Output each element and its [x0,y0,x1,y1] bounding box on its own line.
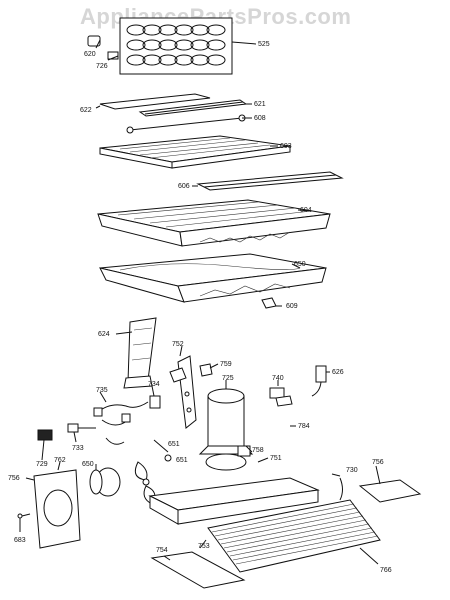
shroud-762[interactable] [33,469,81,549]
label-756a[interactable]: 756 [372,459,384,466]
fan-motor-650[interactable] [89,467,121,497]
screw-683[interactable] [17,513,31,519]
label-683[interactable]: 683 [14,537,26,544]
evaporator-coil[interactable] [119,17,233,75]
label-651a[interactable]: 651 [168,441,180,448]
fan-blade-651[interactable] [134,461,156,505]
label-751[interactable]: 751 [270,455,282,462]
label-609[interactable]: 609 [286,303,298,310]
label-762[interactable]: 762 [54,457,66,464]
thermostat-740[interactable] [269,387,293,407]
label-733[interactable]: 733 [72,445,84,452]
panel-756[interactable] [358,479,422,503]
terminal-733[interactable] [67,423,96,433]
label-650b[interactable]: 650 [82,461,94,468]
label-626[interactable]: 626 [332,369,344,376]
label-624[interactable]: 624 [98,331,110,338]
base-pan-751[interactable] [148,477,320,525]
label-650[interactable]: 650 [294,261,306,268]
pan-650[interactable] [99,253,327,303]
label-753[interactable]: 753 [198,543,210,550]
grommet-759[interactable] [199,363,213,377]
label-759[interactable]: 759 [220,361,232,368]
label-608[interactable]: 608 [254,115,266,122]
label-622[interactable]: 622 [80,107,92,114]
label-734[interactable]: 734 [148,381,160,388]
shelf-603[interactable] [99,135,291,169]
label-758[interactable]: 758 [252,447,264,454]
label-725[interactable]: 725 [222,375,234,382]
label-784[interactable]: 784 [298,423,310,430]
label-730[interactable]: 730 [346,467,358,474]
label-525[interactable]: 525 [258,41,270,48]
label-726[interactable]: 726 [96,63,108,70]
label-735[interactable]: 735 [96,387,108,394]
duct-624[interactable] [123,317,157,389]
label-651b[interactable]: 651 [176,457,188,464]
clip-726[interactable] [107,51,119,60]
strip-606[interactable] [196,171,344,191]
condenser-766[interactable] [207,499,381,573]
label-756b[interactable]: 756 [8,475,20,482]
rod-608[interactable] [126,114,246,134]
wire-harness-735[interactable] [93,401,149,445]
label-754[interactable]: 754 [156,547,168,554]
label-606[interactable]: 606 [178,183,190,190]
tube-730[interactable] [339,477,343,501]
label-603[interactable]: 603 [280,143,292,150]
label-604[interactable]: 604 [300,207,312,214]
cord-626[interactable] [311,365,327,397]
relay-729[interactable] [37,429,53,441]
overload-758[interactable] [237,445,251,457]
compressor-725[interactable] [198,384,254,471]
label-740[interactable]: 740 [272,375,284,382]
part-labels: 620 726 525 622 621 608 603 606 604 650 … [8,41,392,574]
label-620[interactable]: 620 [84,51,96,58]
label-752[interactable]: 752 [172,341,184,348]
panel-754[interactable] [150,551,246,589]
nut-651[interactable] [164,454,172,462]
trim-622[interactable] [99,93,211,110]
leader-lines [19,39,381,565]
tray-604[interactable] [97,199,331,247]
connector-734[interactable] [149,395,161,409]
bracket-752[interactable] [169,355,197,429]
label-621[interactable]: 621 [254,101,266,108]
label-766[interactable]: 766 [380,567,392,574]
label-729[interactable]: 729 [36,461,48,468]
clip-609[interactable] [261,297,277,309]
